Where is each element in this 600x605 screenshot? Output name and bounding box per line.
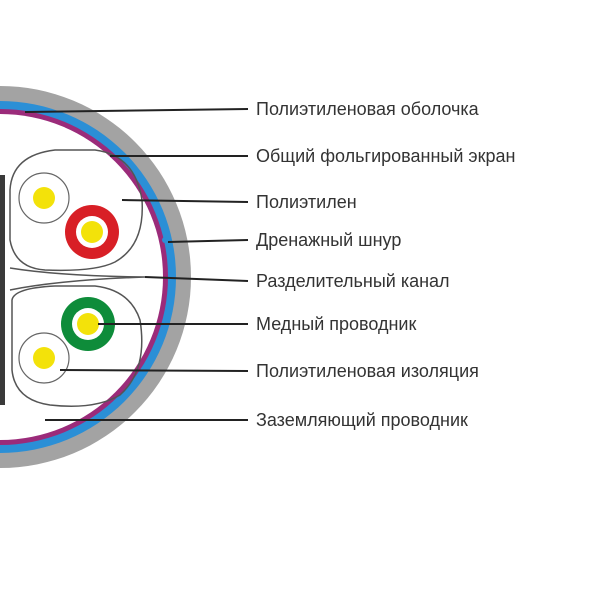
lower-white-conductor	[33, 347, 55, 369]
leader-line-sheath	[24, 108, 249, 113]
label-ground-conductor: Заземляющий проводник	[256, 410, 468, 430]
upper-white-conductor	[33, 187, 55, 209]
label-foil-screen: Общий фольгированный экран	[256, 146, 516, 166]
drain-wire	[162, 237, 168, 243]
lower-pair-enclosure	[11, 285, 143, 407]
green-conductor	[77, 313, 99, 335]
leader-line-polyethylene	[121, 199, 249, 203]
leader-line-insulation	[59, 369, 249, 372]
red-conductor	[81, 221, 103, 243]
label-drain-wire: Дренажный шнур	[256, 230, 402, 250]
upper-pair-enclosure	[9, 149, 144, 272]
label-polyethylene-insulation: Полиэтиленовая изоляция	[256, 361, 479, 381]
separator-edge	[0, 175, 5, 405]
label-polyethylene: Полиэтилен	[256, 192, 357, 212]
leader-lines	[24, 108, 249, 421]
label-separator-channel: Разделительный канал	[256, 271, 450, 291]
leader-line-drain-wire	[167, 239, 249, 243]
label-copper-conductor: Медный проводник	[256, 314, 417, 334]
label-polyethylene-sheath: Полиэтиленовая оболочка	[256, 99, 479, 119]
leader-line-separator	[144, 276, 249, 282]
